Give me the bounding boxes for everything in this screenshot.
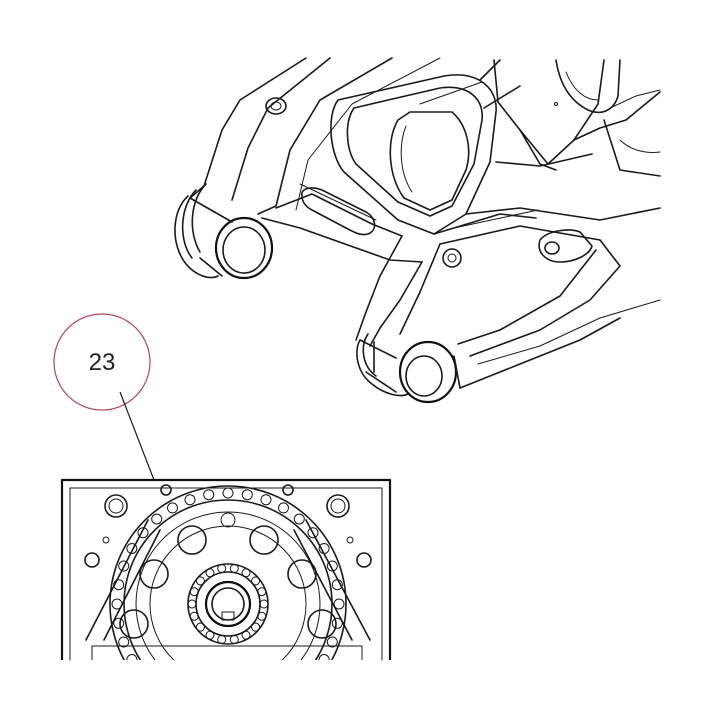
sprocket-tooth [259, 599, 269, 609]
sprocket-tooth [113, 617, 125, 629]
slot-opening [301, 187, 376, 236]
sprocket-tooth [113, 579, 125, 591]
sprocket-tooth [279, 695, 289, 705]
sprocket-tooth [223, 710, 233, 720]
sprocket-tooth [257, 611, 267, 621]
callout-23: 23 [53, 313, 155, 481]
sprocket-tooth [241, 568, 251, 578]
sprocket-tooth [126, 543, 138, 554]
sprocket-drawing [60, 478, 392, 720]
sprocket-tooth [195, 622, 205, 632]
sprocket-tooth [126, 654, 138, 660]
sprocket-tooth [151, 513, 163, 525]
left-pivot-bore [214, 216, 274, 280]
detail-frame [60, 478, 392, 660]
sprocket-tooth [137, 527, 149, 539]
sprocket-tooth [326, 560, 338, 572]
sprocket-tooth [168, 695, 178, 705]
bolt-head-icon [544, 241, 560, 255]
sprocket-tooth [189, 587, 199, 597]
sprocket-tooth [152, 684, 162, 694]
sprocket-tooth [308, 670, 318, 680]
sprocket-tooth [187, 599, 197, 609]
sprocket-tooth [167, 502, 178, 514]
sprocket-tooth [242, 708, 252, 718]
sprocket-tooth [217, 564, 227, 573]
sprocket-tooth [261, 703, 271, 713]
sprocket-tooth [294, 684, 304, 694]
sprocket-tooth [229, 635, 239, 644]
sprocket-tooth [138, 670, 148, 680]
sprocket-tooth [195, 576, 205, 586]
sprocket-tooth [260, 494, 272, 506]
swingarm-drawing [174, 57, 661, 404]
sprocket-tooth [111, 598, 123, 610]
sprocket-tooth [293, 513, 305, 525]
sprocket-tooth [318, 543, 330, 554]
sprocket-tooth [241, 489, 253, 501]
leader-line [119, 391, 155, 481]
sprocket-tooth [184, 494, 196, 506]
sprocket-tooth [204, 708, 214, 718]
bolt-head-icon [265, 97, 287, 115]
sprocket-tooth [217, 635, 227, 644]
sprocket-tooth [331, 617, 343, 629]
sprocket-tooth [241, 630, 251, 640]
sprocket-tooth [118, 560, 130, 572]
sprocket-tooth [118, 636, 130, 648]
sprocket-tooth [205, 630, 215, 640]
sprocket-tooth [333, 598, 345, 610]
sprocket-tooth [251, 622, 261, 632]
sprocket-tooth [331, 579, 343, 591]
sprocket-tooth [257, 587, 267, 597]
sprocket-tooth [229, 564, 239, 573]
callout-circle [53, 313, 151, 411]
sprocket-tooth [222, 487, 234, 499]
sprocket-tooth [251, 576, 261, 586]
sprocket-tooth [205, 568, 215, 578]
sprocket-tooth [185, 703, 195, 713]
sprocket-tooth [307, 527, 319, 539]
sprocket-tooth [278, 502, 289, 514]
sprocket-tooth [189, 611, 199, 621]
sprocket-tooth [203, 489, 215, 501]
sprocket-tooth [326, 636, 338, 648]
sprocket-tooth [318, 654, 330, 660]
rear-axle-bore [398, 340, 458, 404]
callout-number: 23 [89, 349, 116, 376]
fastener-icon [442, 248, 462, 268]
